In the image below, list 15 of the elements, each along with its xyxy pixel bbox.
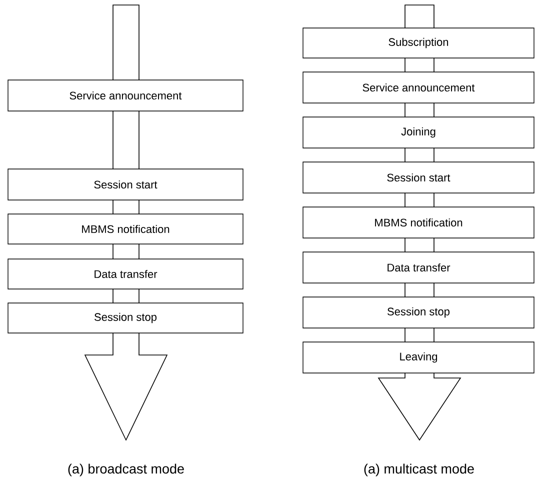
step-box: Joining xyxy=(302,116,534,148)
step-box: Session stop xyxy=(8,302,244,334)
step-box: Session start xyxy=(302,162,534,194)
step-box: Subscription xyxy=(302,28,534,58)
step-box: Session start xyxy=(8,168,244,200)
step-box: Service announcement xyxy=(8,80,244,112)
step-box: MBMS notification xyxy=(302,206,534,238)
caption: (a) multicast mode xyxy=(364,464,474,476)
step-box: Service announcement xyxy=(302,72,534,104)
step-box: Data transfer xyxy=(8,258,244,290)
step-box: Leaving xyxy=(302,342,534,374)
caption: (a) broadcast mode xyxy=(68,464,184,476)
step-box: MBMS notification xyxy=(8,214,244,244)
step-box: Session stop xyxy=(302,296,534,328)
step-box: Data transfer xyxy=(302,252,534,284)
